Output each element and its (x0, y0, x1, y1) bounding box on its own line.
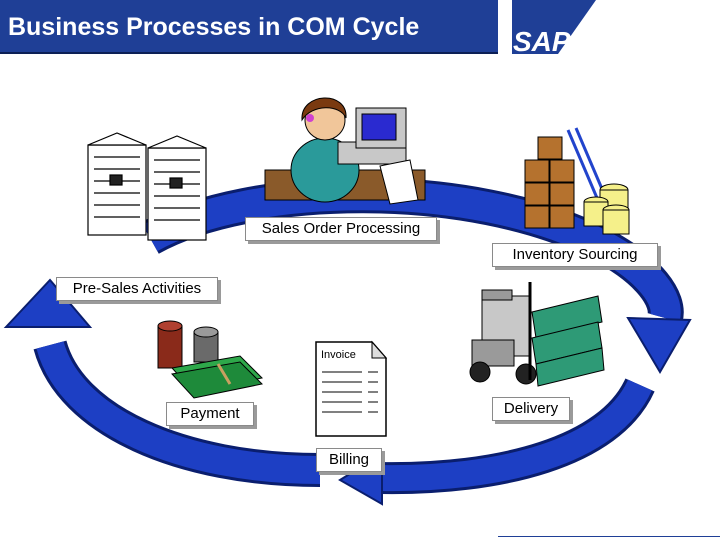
payment-label: Payment (166, 402, 254, 426)
documents-icon (87, 132, 207, 241)
sales-order-processing-label: Sales Order Processing (245, 217, 437, 241)
forklift-icon (469, 282, 605, 387)
warehouse-icon (524, 127, 630, 235)
cycle-arrow (141, 177, 692, 374)
pre-sales-activities-label: Pre-Sales Activities (56, 277, 218, 301)
sap-logo-text: SAP (513, 26, 571, 54)
cycle-arrow-bottom-right (338, 377, 655, 506)
cycle-arrow-left (3, 278, 321, 487)
billing-label: Billing (316, 448, 382, 472)
invoice-label: Invoice (321, 349, 356, 361)
inventory-sourcing-label: Inventory Sourcing (492, 243, 658, 267)
coins-money-icon (157, 320, 264, 399)
invoice-icon: Invoice (315, 340, 388, 437)
footer-divider (498, 536, 720, 537)
title-bar: Business Processes in COM Cycle (0, 0, 498, 54)
sales-rep-computer-icon (264, 97, 426, 205)
sap-logo: SAP (512, 0, 596, 54)
delivery-label: Delivery (492, 397, 570, 421)
page-title: Business Processes in COM Cycle (8, 13, 420, 41)
